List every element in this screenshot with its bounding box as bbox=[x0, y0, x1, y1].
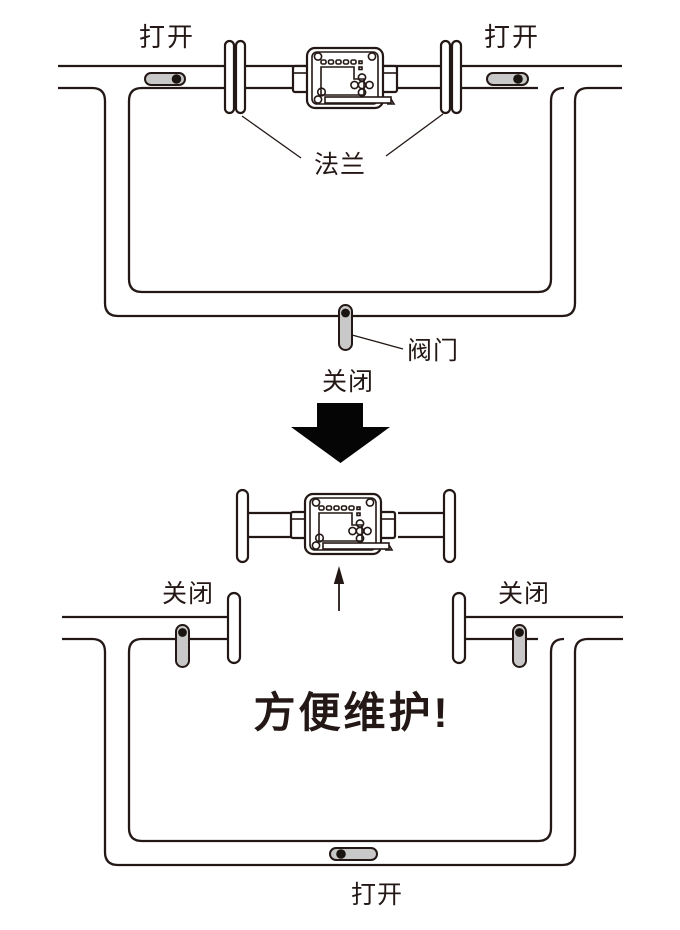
flange-right bbox=[439, 39, 463, 115]
valve-handle-right-closed bbox=[512, 624, 527, 668]
label-easy-maintenance: 方便维护! bbox=[254, 689, 451, 736]
removed-meter-assembly bbox=[235, 488, 457, 564]
bottom-diagram: 关闭 关闭 方便维护! 打开 bbox=[62, 488, 623, 909]
valve-handle-bypass-open bbox=[329, 847, 378, 861]
label-open-bypass: 打开 bbox=[351, 881, 403, 909]
bypass-pipe-outer-wall bbox=[58, 86, 622, 318]
flange-leader-right bbox=[385, 113, 444, 157]
valve-handle-right-open bbox=[486, 72, 529, 86]
bypass-pipe-outer-wall-bottom bbox=[62, 637, 623, 867]
label-open-left: 打开 bbox=[139, 22, 195, 52]
up-arrow-icon bbox=[333, 566, 345, 611]
bypass-pipe-inner-wall bbox=[127, 86, 565, 294]
pipe-end-flange-right bbox=[451, 591, 467, 665]
valve-leader bbox=[351, 334, 404, 350]
flange-right-removed bbox=[442, 488, 457, 564]
valve-handle-left-open bbox=[144, 72, 186, 86]
ultrasonic-meter bbox=[291, 46, 399, 110]
flange-left bbox=[223, 39, 247, 115]
flange-leader-left bbox=[241, 115, 302, 159]
ultrasonic-meter-removed bbox=[289, 492, 397, 556]
label-open-right: 打开 bbox=[484, 22, 540, 52]
valve-handle-left-closed bbox=[175, 624, 190, 668]
pipe-end-flange-left bbox=[226, 591, 242, 665]
bypass-pipe-inner-wall-bottom bbox=[127, 637, 565, 843]
label-closed-left: 关闭 bbox=[162, 580, 214, 608]
down-arrow-icon bbox=[291, 403, 390, 463]
label-flange: 法兰 bbox=[314, 151, 366, 179]
label-closed-bypass: 关闭 bbox=[322, 368, 374, 396]
top-diagram: 打开 打开 法兰 阀门 关闭 bbox=[58, 22, 622, 396]
valve-handle-bypass-closed bbox=[338, 304, 353, 351]
label-valve-name: 阀门 bbox=[407, 337, 459, 365]
flange-left-removed bbox=[235, 488, 250, 564]
label-closed-right: 关闭 bbox=[498, 580, 550, 608]
